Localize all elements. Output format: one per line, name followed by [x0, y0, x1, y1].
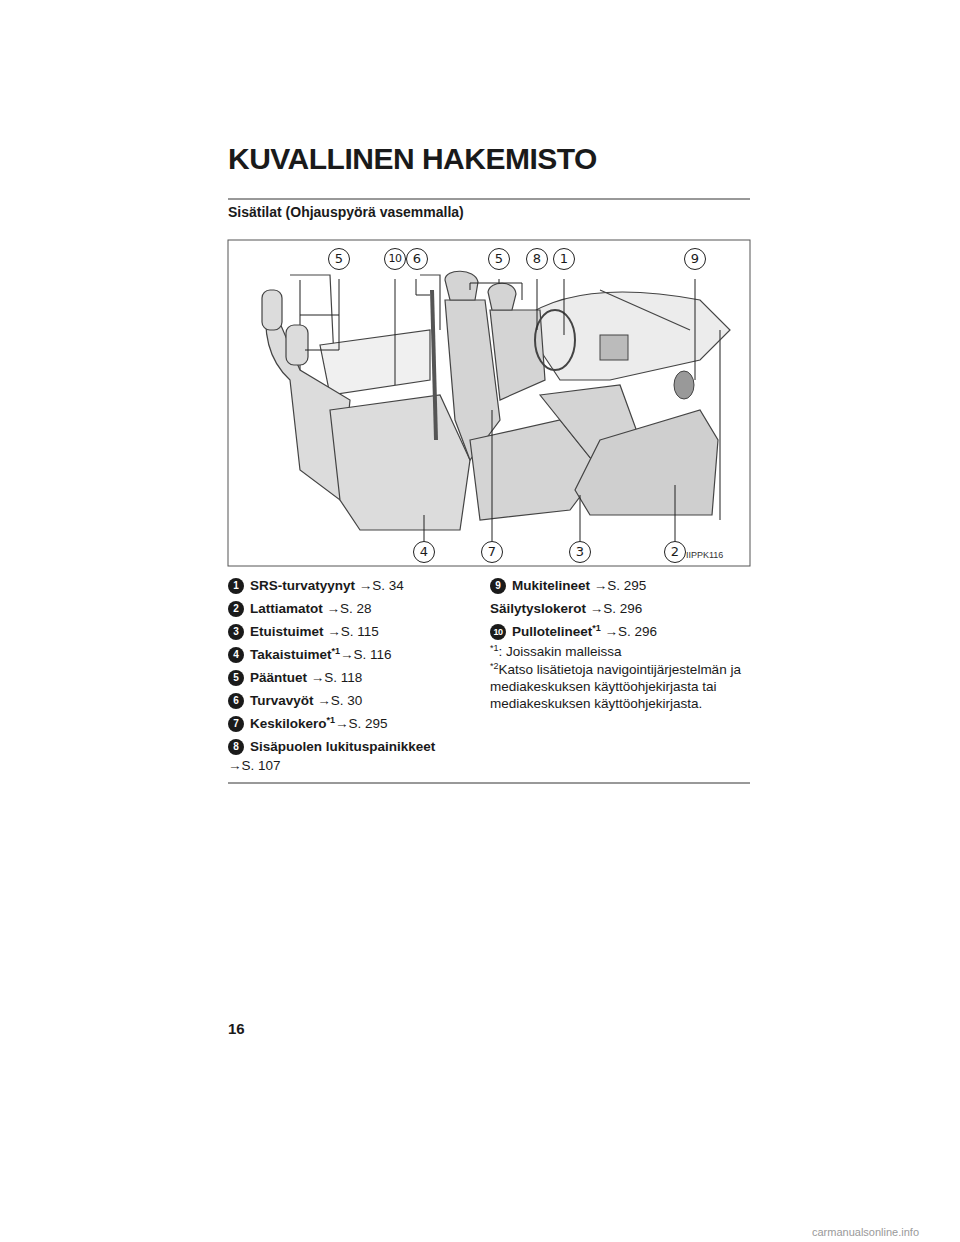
item-name: Takaistuimet [250, 647, 332, 662]
callout-number: 1 [553, 248, 575, 270]
callout-number: 8 [526, 248, 548, 270]
index-item: 6 Turvavyöt →S. 30 [228, 692, 362, 710]
item-number: 3 [228, 624, 244, 640]
page-ref: →S. 28 [327, 601, 372, 616]
item-name: SRS-turvatyynyt [250, 578, 355, 593]
footnote: *1: Joissakin malleissa [490, 643, 622, 660]
item-name: Säilytyslokerot [490, 601, 586, 616]
callout-text: 5 [495, 251, 503, 266]
callout-number: 2 [664, 541, 686, 563]
item-name: Turvavyöt [250, 693, 314, 708]
index-item: 5 Pääntuet →S. 118 [228, 669, 362, 687]
item-number: 1 [228, 578, 244, 594]
callout-number: 7 [481, 541, 503, 563]
footnote-mark: *1 [332, 646, 341, 656]
page-number: 16 [228, 1020, 245, 1037]
callout-text: 3 [576, 544, 584, 559]
footnote-mark: *1 [327, 715, 336, 725]
item-number: 9 [490, 578, 506, 594]
item-name: Etuistuimet [250, 624, 324, 639]
index-item: 2 Lattiamatot →S. 28 [228, 600, 372, 618]
watermark: carmanualsonline.info [812, 1226, 919, 1238]
footnote: *2Katso lisätietoja navigointijärjestelm… [490, 661, 754, 712]
callout-number: 10 [384, 248, 406, 270]
page-ref: →S. 115 [327, 624, 379, 639]
index-item: 7 Keskilokero*1→S. 295 [228, 715, 388, 733]
page-title: KUVALLINEN HAKEMISTO [228, 142, 597, 176]
callout-number: 3 [569, 541, 591, 563]
index-item: 9 Mukitelineet →S. 295 [490, 577, 646, 595]
item-number: 7 [228, 716, 244, 732]
footnote-mark: *1 [490, 643, 499, 653]
item-name: Pääntuet [250, 670, 307, 685]
index-item: 10 Pullotelineet*1 →S. 296 [490, 623, 657, 641]
callout-text: 6 [413, 251, 421, 266]
callout-number: 9 [684, 248, 706, 270]
page-ref: →S. 295 [594, 578, 647, 593]
page-ref: →S. 296 [605, 624, 658, 639]
figure-code: IIPPK116 [686, 550, 723, 560]
callout-text: 4 [420, 544, 428, 559]
item-name: Sisäpuolen lukituspainikkeet [250, 739, 435, 754]
page-ref: →S. 295 [335, 716, 388, 731]
page-ref: →S. 30 [317, 693, 362, 708]
page-ref: →S. 34 [359, 578, 404, 593]
callout-text: 10 [389, 252, 402, 265]
index-item: 3 Etuistuimet →S. 115 [228, 623, 379, 641]
callout-text: 7 [488, 544, 496, 559]
callout-number: 6 [406, 248, 428, 270]
callout-number: 5 [488, 248, 510, 270]
index-item: Säilytyslokerot →S. 296 [490, 600, 642, 618]
index-item: 4 Takaistuimet*1→S. 116 [228, 646, 392, 664]
item-number: 4 [228, 647, 244, 663]
page-ref: →S. 296 [590, 601, 643, 616]
item-number: 10 [490, 624, 506, 640]
item-number: 5 [228, 670, 244, 686]
item-number: 2 [228, 601, 244, 617]
footnote-text: Katso lisätietoja navigointijärjestelmän… [490, 662, 741, 711]
callout-number: 4 [413, 541, 435, 563]
item-name: Mukitelineet [512, 578, 590, 593]
item-name: Pullotelineet [512, 624, 592, 639]
item-number: 6 [228, 693, 244, 709]
item-number: 8 [228, 739, 244, 755]
item-name: Lattiamatot [250, 601, 323, 616]
callout-text: 5 [335, 251, 343, 266]
page-ref: →S. 116 [340, 647, 392, 662]
footnote-text: : Joissakin malleissa [499, 644, 622, 659]
callout-text: 1 [560, 251, 568, 266]
section-heading: Sisätilat (Ohjauspyörä vasemmalla) [228, 204, 464, 220]
callout-text: 8 [533, 251, 541, 266]
index-item: 1 SRS-turvatyynyt →S. 34 [228, 577, 404, 595]
page-ref: →S. 107 [228, 757, 281, 775]
callout-number: 5 [328, 248, 350, 270]
footnote-mark: *1 [592, 623, 601, 633]
callout-text: 2 [671, 544, 679, 559]
footnote-mark: *2 [490, 661, 499, 671]
callout-text: 9 [691, 251, 699, 266]
page-ref: →S. 118 [311, 670, 363, 685]
item-name: Keskilokero [250, 716, 327, 731]
index-item: 8 Sisäpuolen lukituspainikkeet [228, 738, 435, 756]
